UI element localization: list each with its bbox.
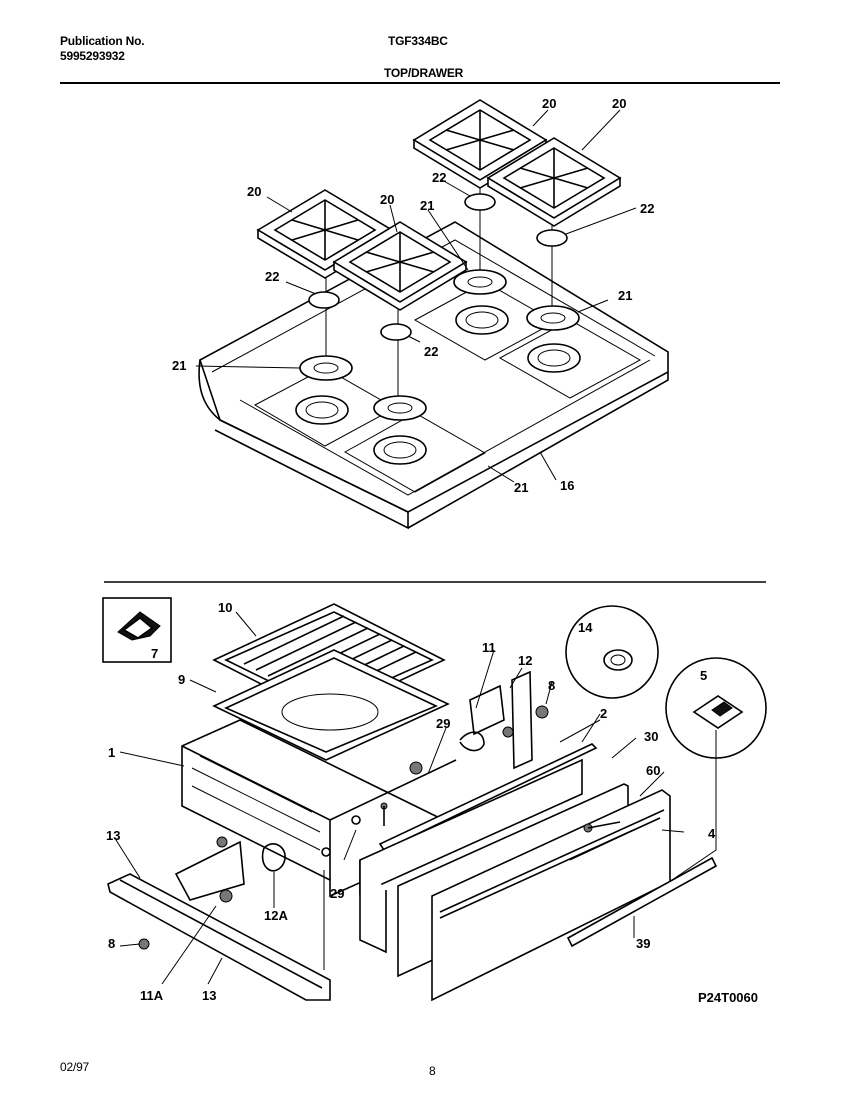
callout-29: 29 — [330, 886, 344, 901]
burner-cap — [464, 193, 496, 211]
bracket-12 — [511, 670, 533, 770]
callout-10: 10 — [218, 600, 232, 615]
callout-22: 22 — [265, 269, 279, 284]
callout-22: 22 — [432, 170, 446, 185]
burner-well-rear-right — [498, 319, 642, 399]
callout-9: 9 — [178, 672, 185, 687]
callout-4: 4 — [708, 826, 716, 841]
callout-21: 21 — [514, 480, 528, 495]
burner-cap — [380, 323, 412, 341]
drawer-front-4 — [431, 789, 671, 1002]
callout-13: 13 — [106, 828, 120, 843]
screw-8 — [535, 705, 549, 719]
callout-14: 14 — [578, 620, 593, 635]
callout-20: 20 — [247, 184, 261, 199]
burner-cap — [308, 291, 340, 309]
callout-11: 11 — [482, 640, 496, 655]
callout-13: 13 — [202, 988, 216, 1003]
publication-label: Publication No. — [60, 34, 145, 48]
diagram-code: P24T0060 — [698, 990, 758, 1005]
publication-number: 5995293932 — [60, 49, 125, 63]
callout-60: 60 — [646, 763, 660, 778]
side-rail-13 — [107, 873, 331, 1001]
callout-2: 2 — [600, 706, 607, 721]
callout-16: 16 — [560, 478, 574, 493]
broiler-pan — [212, 649, 450, 761]
header-rule — [60, 82, 780, 84]
cooktop-assembly — [195, 99, 669, 530]
callout-11a: 11A — [140, 988, 164, 1003]
burner-head — [299, 355, 353, 381]
callout-21: 21 — [172, 358, 186, 373]
trim-39 — [566, 856, 718, 948]
grate-front-right — [332, 221, 468, 311]
callout-12: 12 — [518, 653, 532, 668]
callout-8: 8 — [548, 678, 555, 693]
callout-12a: 12A — [264, 908, 288, 923]
callout-22: 22 — [640, 201, 654, 216]
footer-date: 02/97 — [60, 1060, 90, 1074]
model-number: TGF334BC — [388, 34, 448, 48]
burner-head — [453, 269, 507, 295]
callout-29: 29 — [436, 716, 450, 731]
callout-7: 7 — [151, 646, 158, 661]
section-title: TOP/DRAWER — [384, 66, 464, 80]
page-number: 8 — [429, 1064, 436, 1078]
callout-30: 30 — [644, 729, 658, 744]
burner-head — [373, 395, 427, 421]
callout-1: 1 — [108, 745, 115, 760]
callout-5: 5 — [700, 668, 707, 683]
burner-cap — [536, 229, 568, 247]
callout-39: 39 — [636, 936, 650, 951]
callout-20: 20 — [612, 96, 626, 111]
callout-21: 21 — [420, 198, 434, 213]
callout-21: 21 — [618, 288, 632, 303]
callout-8: 8 — [108, 936, 115, 951]
burner-well-front-right — [343, 412, 487, 493]
burner-head — [526, 305, 580, 331]
grate-rear-right — [486, 137, 622, 227]
callout-22: 22 — [424, 344, 438, 359]
callout-20: 20 — [542, 96, 556, 111]
drawer-assembly — [102, 597, 767, 1002]
callout-20: 20 — [380, 192, 394, 207]
